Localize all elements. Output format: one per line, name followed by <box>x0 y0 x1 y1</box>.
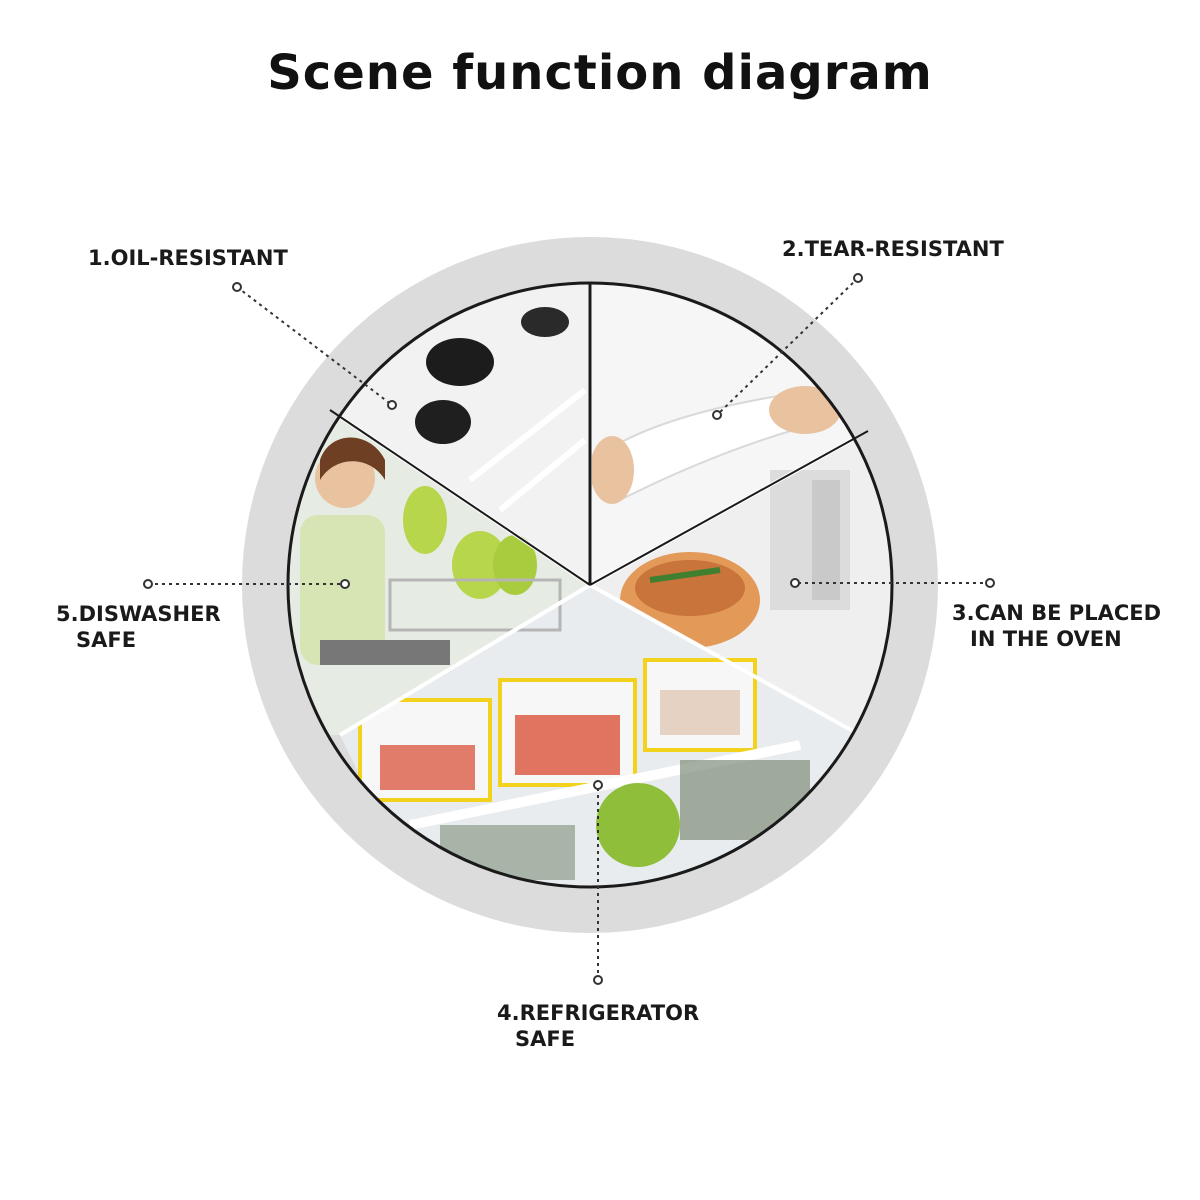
callout-refrigerator: 4.REFRIGERATOR SAFE <box>497 1000 699 1052</box>
callout-text: 1.OIL-RESISTANT <box>88 246 288 270</box>
sector-dishwasher <box>288 410 590 735</box>
stove-knob <box>521 307 569 337</box>
callout-text: 5.DISWASHER <box>56 602 221 626</box>
leader-lines <box>148 277 990 980</box>
stove-knob <box>426 338 494 386</box>
callout-oil-resistant: 1.OIL-RESISTANT <box>88 245 288 271</box>
callout-text: 3.CAN BE PLACED <box>952 601 1162 625</box>
callout-oven: 3.CAN BE PLACED IN THE OVEN <box>952 600 1161 652</box>
callout-dishwasher: 5.DISWASHER SAFE <box>56 601 221 653</box>
lime <box>596 783 680 867</box>
leader-oil <box>236 286 393 406</box>
leader-tear <box>716 277 859 416</box>
stove-knob <box>415 400 471 444</box>
sector-oven <box>590 430 892 760</box>
callout-text: 2.TEAR-RESISTANT <box>782 237 1004 261</box>
callout-text: SAFE <box>76 628 137 652</box>
leader-dots <box>143 273 995 985</box>
callout-text: 4.REFRIGERATOR <box>497 1001 700 1025</box>
callout-tear-resistant: 2.TEAR-RESISTANT <box>782 236 1004 262</box>
page-title: Scene function diagram <box>267 45 933 101</box>
callout-text: IN THE OVEN <box>970 627 1122 651</box>
callout-text: SAFE <box>515 1027 576 1051</box>
